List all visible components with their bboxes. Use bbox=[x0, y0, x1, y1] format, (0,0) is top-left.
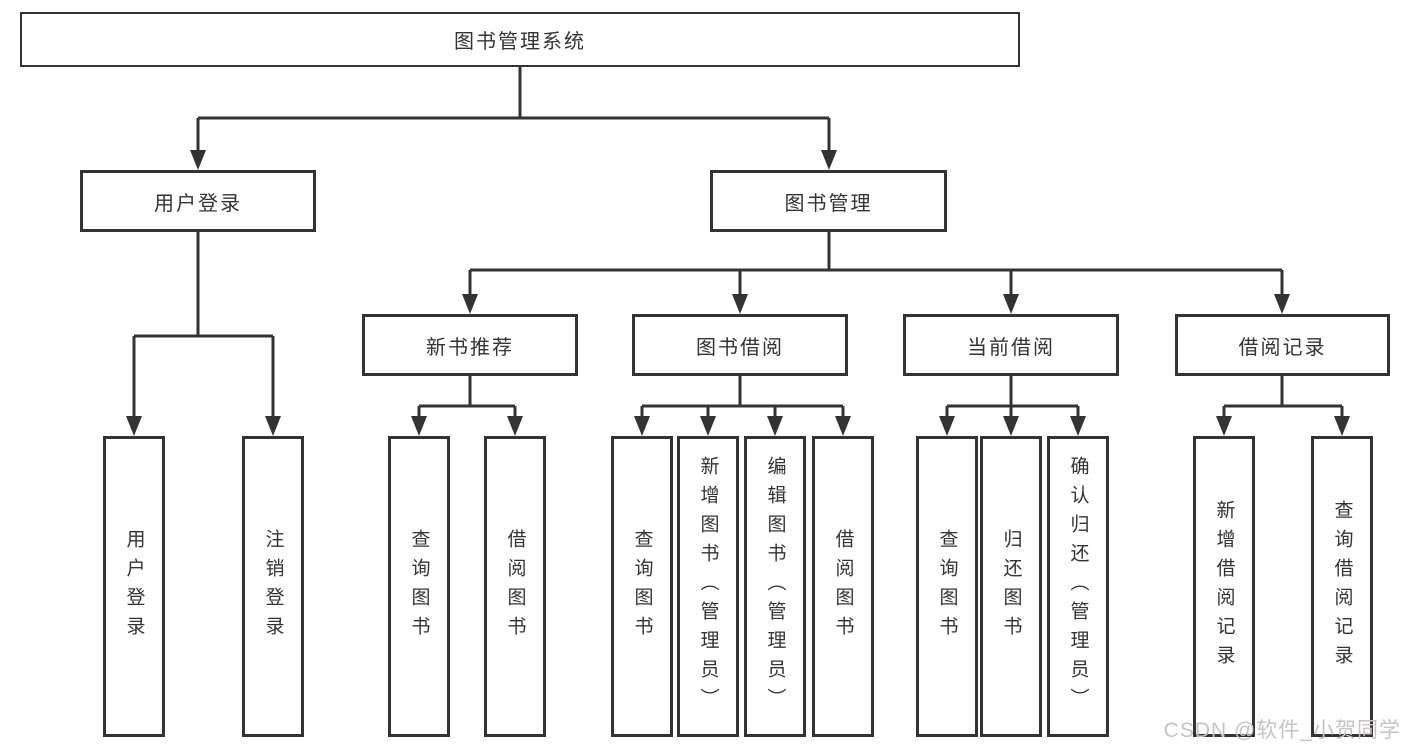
leaf-add-books-admin: 新增图书（管理员） bbox=[677, 436, 739, 737]
arrow-leaf-user-login bbox=[126, 416, 142, 436]
arrow-leaf-query-books-3 bbox=[939, 416, 955, 436]
arrow-leaf-add-books bbox=[700, 416, 716, 436]
connector-current-borrowing bbox=[945, 376, 1080, 420]
leaf-label: 归还图书 bbox=[1000, 528, 1022, 645]
leaf-label: 新增图书（管理员） bbox=[697, 456, 719, 717]
node-label: 图书借阅 bbox=[696, 336, 784, 359]
watermark: CSDN @软件_小贺同学 bbox=[1163, 719, 1401, 742]
leaf-logout: 注销登录 bbox=[242, 436, 304, 737]
leaf-label: 查询图书 bbox=[408, 528, 430, 645]
connector-user-login bbox=[132, 232, 275, 420]
leaf-query-borrow-record: 查询借阅记录 bbox=[1311, 436, 1373, 737]
arrow-leaf-borrow-books-2 bbox=[835, 416, 851, 436]
arrow-leaf-query-books-2 bbox=[634, 416, 650, 436]
node-current-borrowing: 当前借阅 bbox=[903, 314, 1119, 376]
node-book-borrowing: 图书借阅 bbox=[632, 314, 848, 376]
arrow-leaf-confirm-return bbox=[1070, 416, 1086, 436]
node-new-book-recommendation: 新书推荐 bbox=[362, 314, 578, 376]
leaf-return-books: 归还图书 bbox=[980, 436, 1042, 737]
arrow-leaf-return-books bbox=[1003, 416, 1019, 436]
leaf-label: 借阅图书 bbox=[832, 528, 854, 645]
connector-root bbox=[196, 67, 831, 154]
arrow-into-book-borrowing bbox=[732, 294, 748, 314]
leaf-query-books-2: 查询图书 bbox=[611, 436, 673, 737]
node-label: 新书推荐 bbox=[426, 336, 514, 359]
node-label: 当前借阅 bbox=[967, 336, 1055, 359]
leaf-query-books-1: 查询图书 bbox=[388, 436, 450, 737]
connector-new-book-recommendation bbox=[417, 376, 517, 420]
arrow-leaf-query-books-1 bbox=[411, 416, 427, 436]
leaf-label: 新增借阅记录 bbox=[1213, 499, 1235, 674]
leaf-label: 查询图书 bbox=[631, 528, 653, 645]
leaf-borrow-books-2: 借阅图书 bbox=[812, 436, 874, 737]
node-label: 借阅记录 bbox=[1238, 336, 1327, 359]
arrow-into-new-book-recommendation bbox=[462, 294, 478, 314]
arrow-leaf-query-borrow-record bbox=[1334, 416, 1350, 436]
leaf-confirm-return-admin: 确认归还（管理员） bbox=[1047, 436, 1109, 737]
arrow-leaf-logout bbox=[265, 416, 281, 436]
arrow-into-current-borrowing bbox=[1003, 294, 1019, 314]
leaf-borrow-books-1: 借阅图书 bbox=[484, 436, 546, 737]
leaf-label: 查询借阅记录 bbox=[1331, 499, 1353, 674]
leaf-add-borrow-record: 新增借阅记录 bbox=[1193, 436, 1255, 737]
node-label: 图书管理系统 bbox=[454, 31, 586, 53]
leaf-edit-books-admin: 编辑图书（管理员） bbox=[744, 436, 806, 737]
node-user-login: 用户登录 bbox=[80, 170, 316, 232]
leaf-label: 借阅图书 bbox=[504, 528, 526, 645]
connector-borrowing-records bbox=[1222, 376, 1344, 420]
leaf-label: 确认归还（管理员） bbox=[1067, 456, 1089, 717]
arrow-leaf-add-borrow-record bbox=[1216, 416, 1232, 436]
arrow-into-book-management bbox=[821, 150, 837, 170]
leaf-label: 注销登录 bbox=[262, 528, 284, 645]
arrow-into-user-login bbox=[190, 150, 206, 170]
node-label: 用户登录 bbox=[154, 192, 242, 215]
node-label: 图书管理 bbox=[784, 192, 873, 215]
node-book-management: 图书管理 bbox=[710, 170, 947, 232]
arrow-leaf-edit-books bbox=[767, 416, 783, 436]
arrow-leaf-borrow-books-1 bbox=[507, 416, 523, 436]
arrow-into-borrowing-records bbox=[1274, 294, 1290, 314]
leaf-label: 查询图书 bbox=[936, 528, 958, 645]
leaf-user-login: 用户登录 bbox=[103, 436, 165, 737]
connector-book-management bbox=[468, 232, 1284, 298]
leaf-query-books-3: 查询图书 bbox=[916, 436, 978, 737]
connector-book-borrowing bbox=[640, 376, 845, 420]
node-borrowing-records: 借阅记录 bbox=[1175, 314, 1390, 376]
leaf-label: 用户登录 bbox=[123, 528, 145, 645]
node-library-management-system: 图书管理系统 bbox=[20, 12, 1020, 67]
leaf-label: 编辑图书（管理员） bbox=[764, 456, 786, 717]
